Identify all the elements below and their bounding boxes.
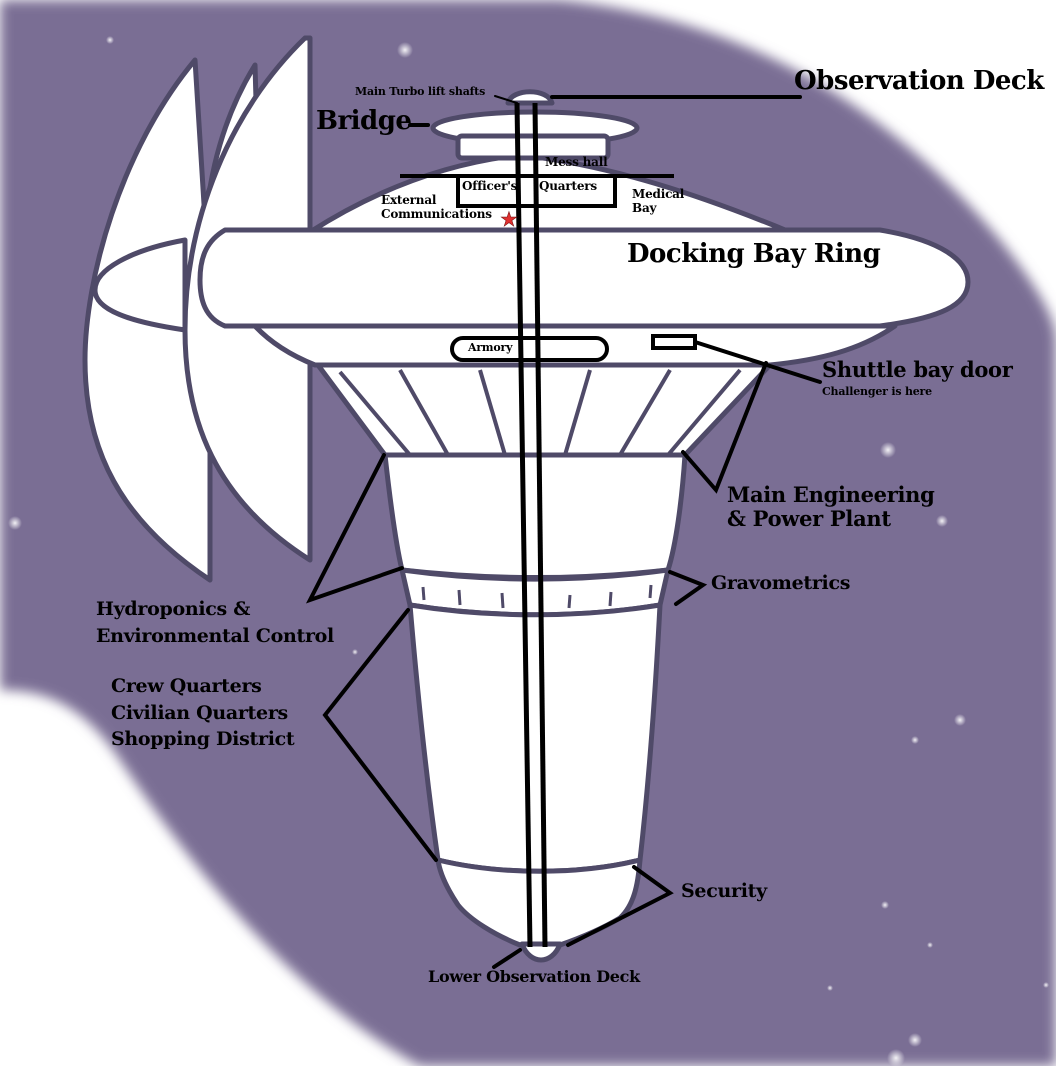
leader-residential bbox=[322, 608, 438, 862]
star bbox=[927, 942, 933, 948]
leader-lower-observation bbox=[492, 948, 522, 969]
star bbox=[887, 1049, 905, 1067]
label-shopping-district: Shopping District bbox=[111, 728, 295, 751]
star bbox=[1043, 982, 1049, 988]
label-crew-quarters: Crew Quarters bbox=[111, 675, 262, 697]
turbolift-shaft-left bbox=[514, 102, 533, 948]
star bbox=[908, 1033, 922, 1047]
star bbox=[352, 649, 358, 655]
label-observation-deck: Observation Deck bbox=[794, 66, 1044, 96]
gravometric-ticks bbox=[421, 584, 653, 609]
stars bbox=[8, 36, 1049, 1067]
leader-hydroponics bbox=[305, 453, 404, 604]
engineering-ribs bbox=[338, 368, 742, 457]
label-turbolift: Main Turbo lift shafts bbox=[355, 85, 486, 98]
label-medical-bay-line1: Medical bbox=[632, 187, 685, 201]
label-gravometrics: Gravometrics bbox=[711, 572, 851, 594]
label-hydroponics-line1: Hydroponics & bbox=[96, 598, 251, 620]
label-shuttle-bay-door: Shuttle bay door bbox=[822, 357, 1013, 382]
label-hydroponics-line2: Environmental Control bbox=[96, 624, 334, 647]
star bbox=[954, 714, 966, 726]
inner-docking-arm bbox=[92, 237, 188, 333]
leader-turbolift bbox=[494, 95, 518, 104]
observation-dome bbox=[505, 89, 555, 106]
label-main-engineering-line2: & Power Plant bbox=[727, 506, 891, 532]
label-hydroponics: Hydroponics & Environmental Control bbox=[96, 596, 334, 649]
label-civilian-quarters: Civilian Quarters bbox=[111, 701, 288, 724]
star bbox=[911, 736, 919, 744]
star bbox=[827, 985, 833, 991]
label-residential: Crew Quarters Civilian Quarters Shopping… bbox=[111, 673, 295, 753]
upper-column bbox=[382, 452, 688, 580]
label-docking-bay-ring: Docking Bay Ring bbox=[627, 239, 881, 269]
armory-room bbox=[450, 336, 609, 362]
label-medical-bay: Medical Bay bbox=[632, 187, 685, 216]
turbolift-shafts bbox=[514, 102, 548, 948]
leader-security bbox=[566, 865, 674, 947]
label-bridge: Bridge bbox=[316, 106, 412, 136]
label-armory: Armory bbox=[468, 341, 513, 354]
label-quarters: Quarters bbox=[539, 179, 597, 193]
star bbox=[936, 515, 948, 527]
star bbox=[881, 901, 889, 909]
label-main-engineering: Main Engineering & Power Plant bbox=[727, 482, 935, 532]
label-external-comms-line1: External bbox=[381, 193, 437, 207]
docking-bay-ring bbox=[197, 227, 971, 329]
label-external-comms: External Communications bbox=[381, 193, 492, 222]
label-shuttle-note: Challenger is here bbox=[822, 385, 932, 398]
leader-shuttle-bay bbox=[693, 340, 822, 384]
star bbox=[397, 42, 413, 58]
star bbox=[8, 516, 22, 530]
turbolift-shaft-right bbox=[532, 102, 548, 948]
lower-observation-dome bbox=[519, 941, 563, 963]
star bbox=[880, 442, 896, 458]
label-main-engineering-line1: Main Engineering bbox=[727, 482, 935, 507]
label-medical-bay-line2: Bay bbox=[632, 200, 657, 215]
label-lower-observation-deck: Lower Observation Deck bbox=[428, 967, 640, 986]
label-officers: Officer's bbox=[462, 179, 518, 193]
label-external-comms-line2: Communications bbox=[381, 206, 492, 221]
leader-main-engineering bbox=[681, 361, 768, 494]
star bbox=[106, 36, 114, 44]
officers-quarters-room bbox=[456, 174, 617, 208]
leader-gravometrics bbox=[668, 570, 708, 606]
residential-column bbox=[407, 602, 663, 874]
current-location-star-icon: ★ bbox=[500, 207, 518, 231]
label-security: Security bbox=[681, 880, 767, 902]
label-mess-hall: Mess hall bbox=[545, 155, 608, 169]
